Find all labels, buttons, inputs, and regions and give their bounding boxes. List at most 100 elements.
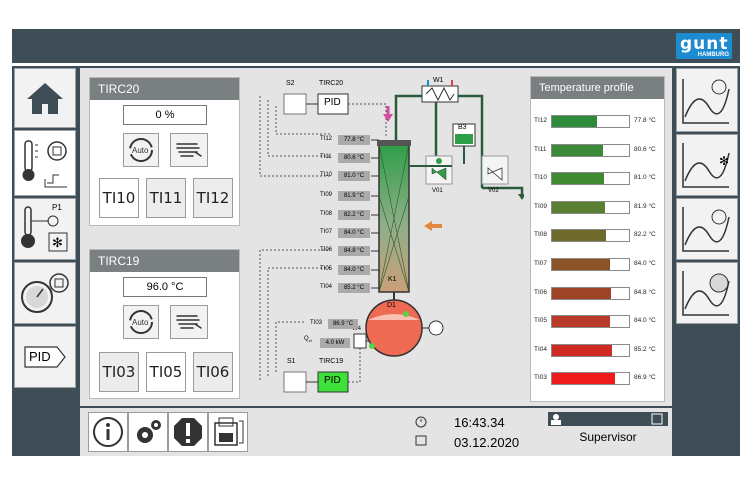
clock-time: 16:43.34: [454, 415, 505, 430]
tirc20-ti10-button[interactable]: TI10: [99, 178, 139, 218]
heater-w4: [353, 333, 367, 349]
temperature-profile-value: 86.9 °C: [634, 374, 656, 382]
process-diagram: S2 TIRC20 PID W1 B3 V01 V02 K1 D1 S1 TIR…: [246, 76, 524, 402]
nav-home-button[interactable]: [14, 68, 76, 128]
temperature-profile-bar: [551, 200, 630, 214]
temperature-profile-bar: [551, 143, 630, 157]
temperature-profile-tag: TI08: [534, 231, 548, 239]
tirc19-ti06-button[interactable]: TI06: [193, 352, 233, 392]
label-qel: Qel: [304, 336, 312, 344]
temperature-profile-bar-fill: [552, 116, 597, 127]
tirc19-value-field[interactable]: 96.0 °C: [123, 277, 207, 297]
s2-box: [283, 93, 307, 115]
svg-text:Auto: Auto: [132, 146, 149, 155]
alarm-button[interactable]: [168, 412, 208, 452]
user-panel[interactable]: Supervisor: [548, 412, 668, 452]
label-s2: S2: [286, 80, 295, 87]
temperature-profile-value: 81.9 °C: [634, 202, 656, 210]
condenser-w1: [421, 85, 459, 103]
temperature-profile-bar: [551, 343, 630, 357]
svg-text:P1: P1: [52, 203, 62, 212]
label-k1: K1: [388, 276, 397, 283]
temperature-profile-tag: TI11: [534, 145, 547, 153]
chart-pump-icon: [682, 79, 730, 124]
temperature-profile-row: TI07 84.0 °C: [531, 258, 664, 272]
sensor-value: 85.2 °C: [338, 283, 370, 293]
tirc20-ti11-button[interactable]: TI11: [146, 178, 186, 218]
tirc20-auto-button[interactable]: Auto: [123, 133, 159, 167]
temperature-profile-value: 81.0 °C: [634, 174, 656, 182]
nav-manometer-button[interactable]: [14, 262, 76, 324]
sensor-value: 84.0 °C: [338, 228, 370, 238]
nav-pressure-button[interactable]: P1 ✻: [14, 198, 76, 260]
process-diagram-svg: [259, 80, 524, 393]
label-w4: W4: [352, 326, 361, 332]
user-header: [548, 412, 668, 426]
tirc19-auto-button[interactable]: Auto: [123, 305, 159, 339]
tirc19-ti05-button[interactable]: TI05: [146, 352, 186, 392]
info-button[interactable]: [88, 412, 128, 452]
tirc20-manual-button[interactable]: [170, 133, 208, 167]
pressure-cooling-icon: P1 ✻: [21, 203, 68, 252]
top-bar: gunt HAMBURG: [12, 29, 740, 63]
sensor-value: 84.8 °C: [338, 246, 370, 256]
temperature-profile-bar-fill: [552, 373, 616, 385]
temperature-profile-value: 77.8 °C: [634, 117, 656, 124]
clock-date: 03.12.2020: [454, 435, 520, 450]
print-button[interactable]: [208, 412, 248, 452]
auto-cycle-icon: Auto: [129, 138, 153, 162]
clock-panel: 16:43.34 03.12.2020: [414, 412, 544, 452]
manual-hand-icon: [176, 143, 202, 157]
nav-right-chart-3[interactable]: [676, 198, 738, 260]
temperature-profile-bar-fill: [552, 144, 603, 156]
temperature-profile-row: TI12 77.8 °C: [531, 115, 664, 129]
temperature-profile-tag: TI07: [534, 260, 548, 267]
sensor-tag: TI05: [320, 266, 333, 272]
settings-button[interactable]: [128, 412, 168, 452]
info-icon: [93, 417, 123, 447]
panel-tirc20-title: TIRC20: [90, 78, 239, 100]
sensor-tag: TI04: [320, 284, 333, 290]
tirc20-ti12-button[interactable]: TI12: [193, 178, 233, 218]
tirc19-pid-button[interactable]: PID: [324, 375, 341, 386]
temperature-profile-bar: [551, 258, 630, 271]
chart-pump2-icon: [682, 207, 730, 252]
print-icon: [214, 417, 244, 446]
nav-pid-label: PID: [29, 349, 51, 364]
temperature-profile-tag: TI12: [534, 117, 548, 124]
temperature-profile-bar-fill: [552, 201, 606, 213]
logo-subtext: HAMBURG: [697, 52, 729, 58]
auto-cycle-icon: Auto: [129, 310, 153, 334]
manometer-pump-icon: [21, 273, 69, 313]
label-tirc20: TIRC20: [319, 80, 344, 87]
nav-pid-button[interactable]: PID: [14, 326, 76, 388]
tirc19-manual-button[interactable]: [170, 305, 208, 339]
panel-tirc19-title: TIRC19: [90, 250, 239, 272]
temperature-profile-bar-fill: [552, 344, 613, 356]
temperature-profile-bar: [551, 172, 630, 186]
temperature-profile-value: 84.0 °C: [634, 260, 656, 267]
temperature-profile-value: 80.6 °C: [634, 145, 656, 153]
nav-temperature-button[interactable]: [14, 130, 76, 196]
tirc20-pid-button[interactable]: PID: [324, 97, 341, 108]
sensor-tag: TI07: [320, 229, 333, 235]
sensor-tag: TI08: [320, 211, 333, 217]
nav-right-chart-4[interactable]: [676, 262, 738, 324]
temperature-profile-bar: [551, 115, 630, 128]
nav-right-chart-2[interactable]: ✻: [676, 134, 738, 196]
temperature-profile-bar: [551, 372, 630, 386]
settings-icon: [137, 420, 161, 443]
temperature-profile-tag: TI04: [534, 345, 548, 353]
chart-manometer-icon: [682, 271, 730, 316]
tirc20-value-field[interactable]: 0 %: [123, 105, 207, 125]
pid-tag-icon: [24, 346, 66, 368]
tirc19-ti03-button[interactable]: TI03: [99, 352, 139, 392]
nav-right-chart-1[interactable]: [676, 68, 738, 132]
temperature-profile-bar-fill: [552, 173, 604, 185]
sensor-value: 81.0 °C: [338, 171, 370, 181]
